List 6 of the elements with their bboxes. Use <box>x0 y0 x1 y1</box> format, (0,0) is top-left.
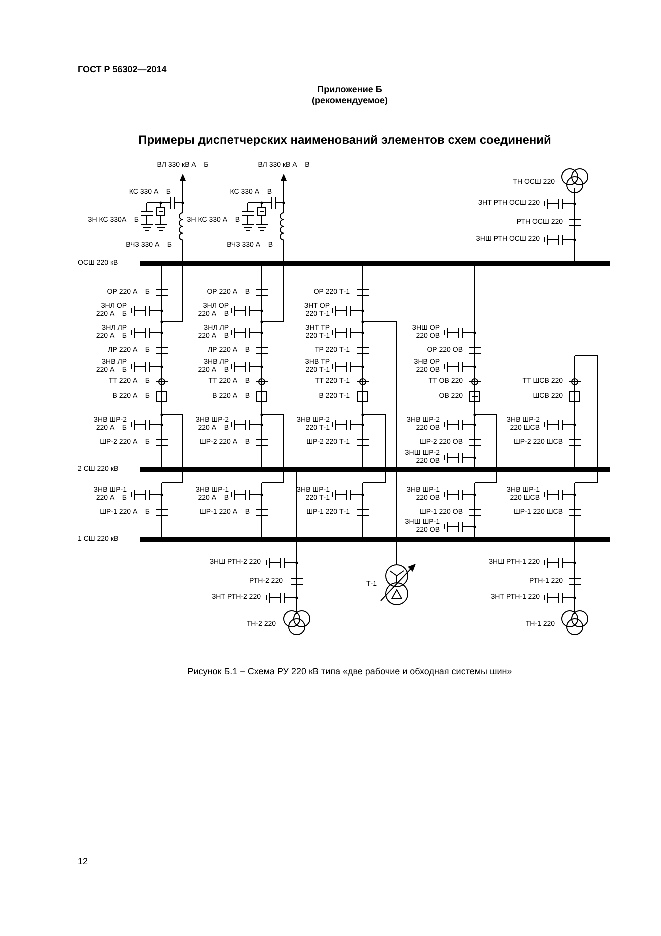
document-number: ГОСТ Р 56302—2014 <box>78 64 167 76</box>
appendix-heading: Приложение Б <box>318 84 382 96</box>
diagram-title: Примеры диспетчерских наименований элементов схем соединений <box>138 133 552 147</box>
page-number: 12 <box>78 856 88 868</box>
appendix-status: (рекомендуемое) <box>312 96 388 106</box>
figure-caption: Рисунок Б.1 − Схема РУ 220 кВ типа «две рабочие и обходная системы шин» <box>188 666 512 678</box>
